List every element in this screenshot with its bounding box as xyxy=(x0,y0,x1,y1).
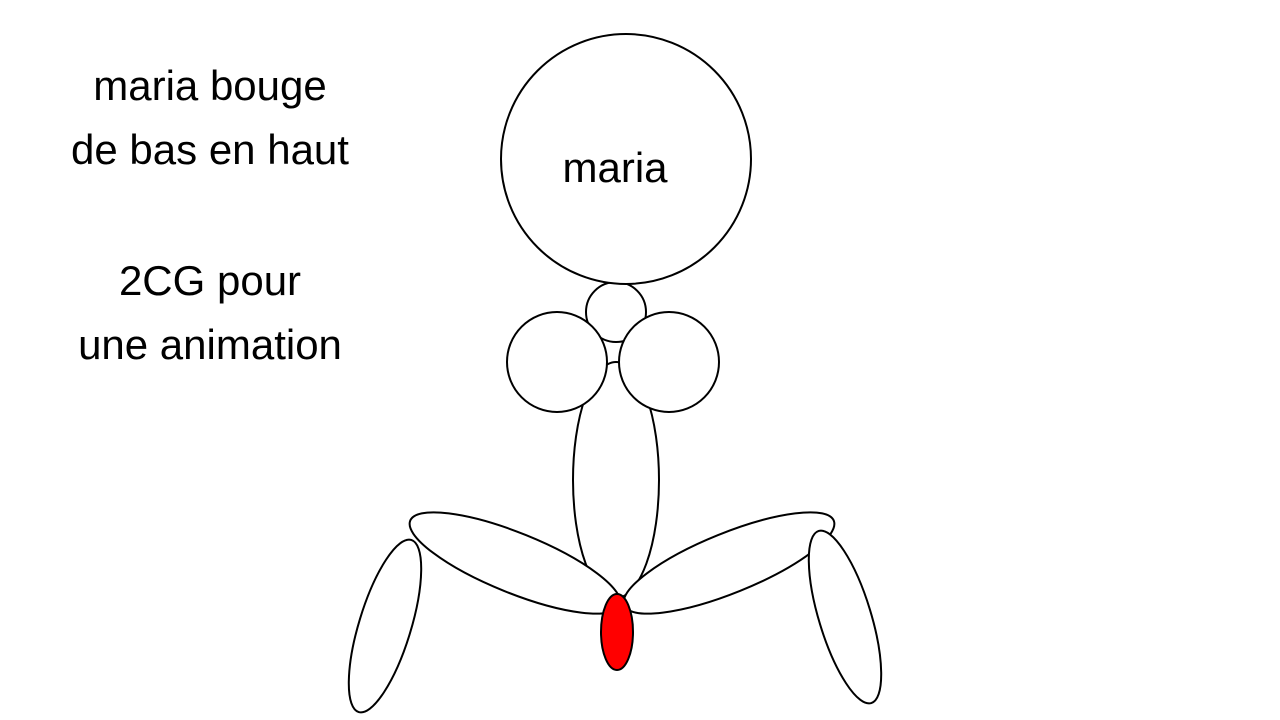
left-lower-leg-shape xyxy=(347,538,423,714)
note-line: 2CG pour xyxy=(118,257,302,304)
instruction-text-cg-count: 2CG pour une animation xyxy=(0,249,420,377)
red-highlight-marker xyxy=(600,593,634,671)
head-circle xyxy=(500,33,752,285)
note-line: maria bouge xyxy=(93,62,327,109)
head-label: maria xyxy=(562,144,668,191)
right-chest-circle xyxy=(618,311,720,413)
note-line: de bas en haut xyxy=(71,126,349,173)
left-chest-circle xyxy=(506,311,608,413)
note-line: une animation xyxy=(78,321,342,368)
instruction-text-movement: maria bouge de bas en haut xyxy=(0,54,420,182)
right-lower-leg-shape xyxy=(807,529,883,705)
